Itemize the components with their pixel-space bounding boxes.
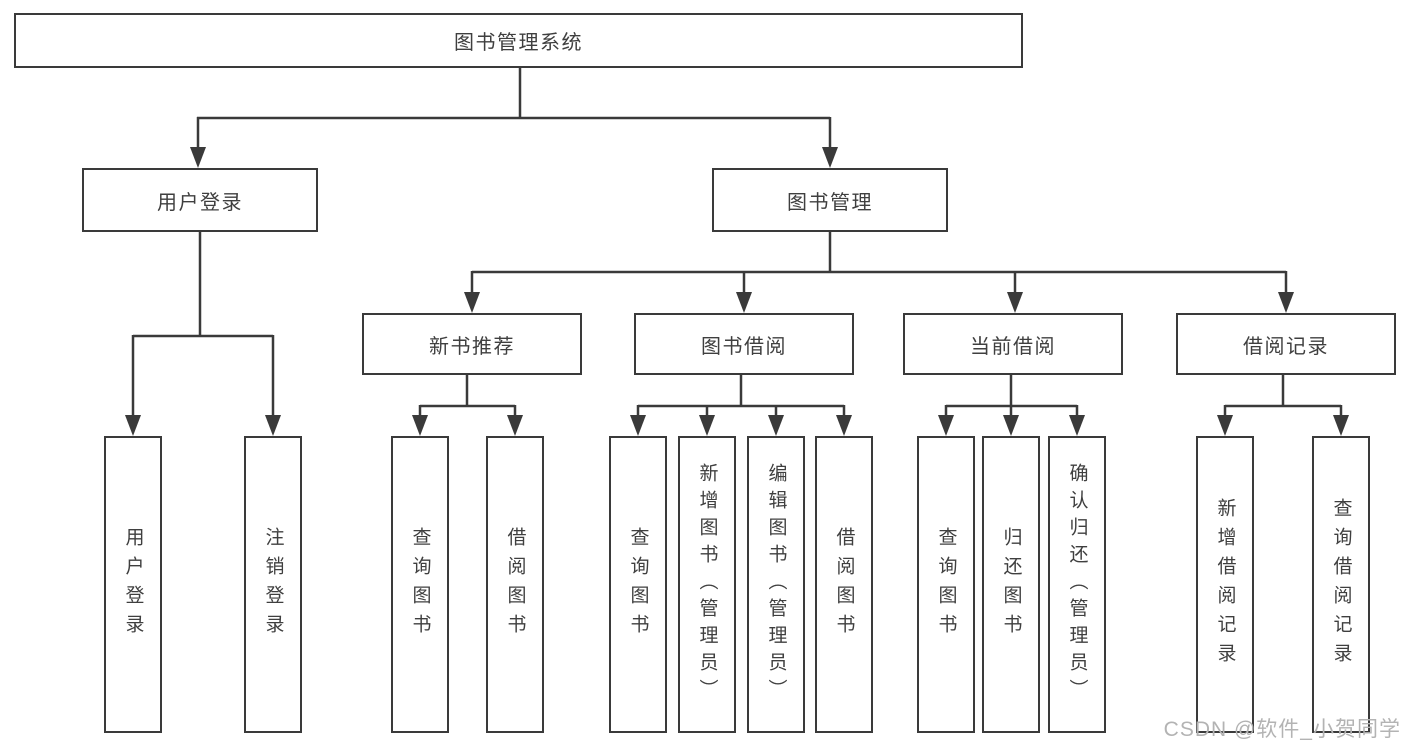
- arrowhead: [1217, 415, 1233, 436]
- leaf-nb-query-books-label: 查询图书: [409, 526, 431, 643]
- leaf-bb-edit-books-admin-label: 编辑图书（管理员）: [765, 463, 787, 706]
- arrowhead: [507, 415, 523, 436]
- leaf-cb-return-books-label: 归还图书: [1000, 526, 1022, 643]
- node-current-borrowing: 当前借阅: [903, 313, 1123, 375]
- arrowhead: [822, 147, 838, 168]
- arrowhead: [768, 415, 784, 436]
- node-user-login: 用户登录: [82, 168, 318, 232]
- leaf-logout-label: 注销登录: [262, 526, 284, 643]
- node-borrowing-records: 借阅记录: [1176, 313, 1396, 375]
- edge-book-borrowing-children: [636, 375, 846, 418]
- node-root: 图书管理系统: [14, 13, 1023, 68]
- node-borrowing-records-label: 借阅记录: [1243, 335, 1329, 358]
- node-root-label: 图书管理系统: [454, 32, 583, 54]
- edge-new-book-recommend-children: [418, 375, 517, 418]
- leaf-nb-borrow-books: 借阅图书: [486, 436, 544, 733]
- leaf-br-query-record: 查询借阅记录: [1312, 436, 1370, 733]
- node-user-login-label: 用户登录: [157, 191, 243, 214]
- edge-book-management-children: [470, 232, 1288, 295]
- leaf-bb-query-books: 查询图书: [609, 436, 667, 733]
- node-book-borrowing-label: 图书借阅: [701, 335, 787, 358]
- arrowhead: [190, 147, 206, 168]
- node-book-management-label: 图书管理: [787, 191, 873, 214]
- node-book-borrowing: 图书借阅: [634, 313, 854, 375]
- arrowheads: [125, 147, 1349, 436]
- leaf-bb-edit-books-admin: 编辑图书（管理员）: [747, 436, 805, 733]
- leaf-br-add-record: 新增借阅记录: [1196, 436, 1254, 733]
- leaf-logout: 注销登录: [244, 436, 302, 733]
- leaf-br-query-record-label: 查询借阅记录: [1330, 497, 1352, 672]
- arrowhead: [1003, 415, 1019, 436]
- leaf-bb-borrow-books-label: 借阅图书: [833, 526, 855, 643]
- leaf-cb-return-books: 归还图书: [982, 436, 1040, 733]
- leaf-br-add-record-label: 新增借阅记录: [1214, 497, 1236, 672]
- node-book-management: 图书管理: [712, 168, 948, 232]
- node-current-borrowing-label: 当前借阅: [970, 335, 1056, 358]
- arrowhead: [736, 292, 752, 313]
- arrowhead: [836, 415, 852, 436]
- leaf-bb-borrow-books: 借阅图书: [815, 436, 873, 733]
- node-new-book-recommend: 新书推荐: [362, 313, 582, 375]
- arrowhead: [125, 415, 141, 436]
- arrowhead: [938, 415, 954, 436]
- edge-borrowing-records-children: [1223, 375, 1343, 418]
- node-new-book-recommend-label: 新书推荐: [429, 335, 515, 358]
- leaf-nb-borrow-books-label: 借阅图书: [504, 526, 526, 643]
- arrowhead: [699, 415, 715, 436]
- leaf-bb-add-books-admin: 新增图书（管理员）: [678, 436, 736, 733]
- arrowhead: [412, 415, 428, 436]
- csdn-watermark: CSDN @软件_小贺同学: [1163, 718, 1401, 741]
- edge-current-borrowing-children: [944, 375, 1079, 418]
- arrowhead: [1333, 415, 1349, 436]
- leaf-user-login-label: 用户登录: [122, 526, 144, 643]
- leaf-nb-query-books: 查询图书: [391, 436, 449, 733]
- arrowhead: [630, 415, 646, 436]
- leaf-cb-confirm-return-admin-label: 确认归还（管理员）: [1066, 463, 1088, 706]
- edge-root-to-level2: [196, 68, 832, 150]
- leaf-cb-query-books: 查询图书: [917, 436, 975, 733]
- arrowhead: [1069, 415, 1085, 436]
- arrowhead: [1278, 292, 1294, 313]
- leaf-cb-confirm-return-admin: 确认归还（管理员）: [1048, 436, 1106, 733]
- edge-user-login-children: [131, 232, 275, 418]
- arrowhead: [464, 292, 480, 313]
- arrowhead: [1007, 292, 1023, 313]
- leaf-cb-query-books-label: 查询图书: [935, 526, 957, 643]
- leaf-bb-add-books-admin-label: 新增图书（管理员）: [696, 463, 718, 706]
- leaf-bb-query-books-label: 查询图书: [627, 526, 649, 643]
- arrowhead: [265, 415, 281, 436]
- leaf-user-login: 用户登录: [104, 436, 162, 733]
